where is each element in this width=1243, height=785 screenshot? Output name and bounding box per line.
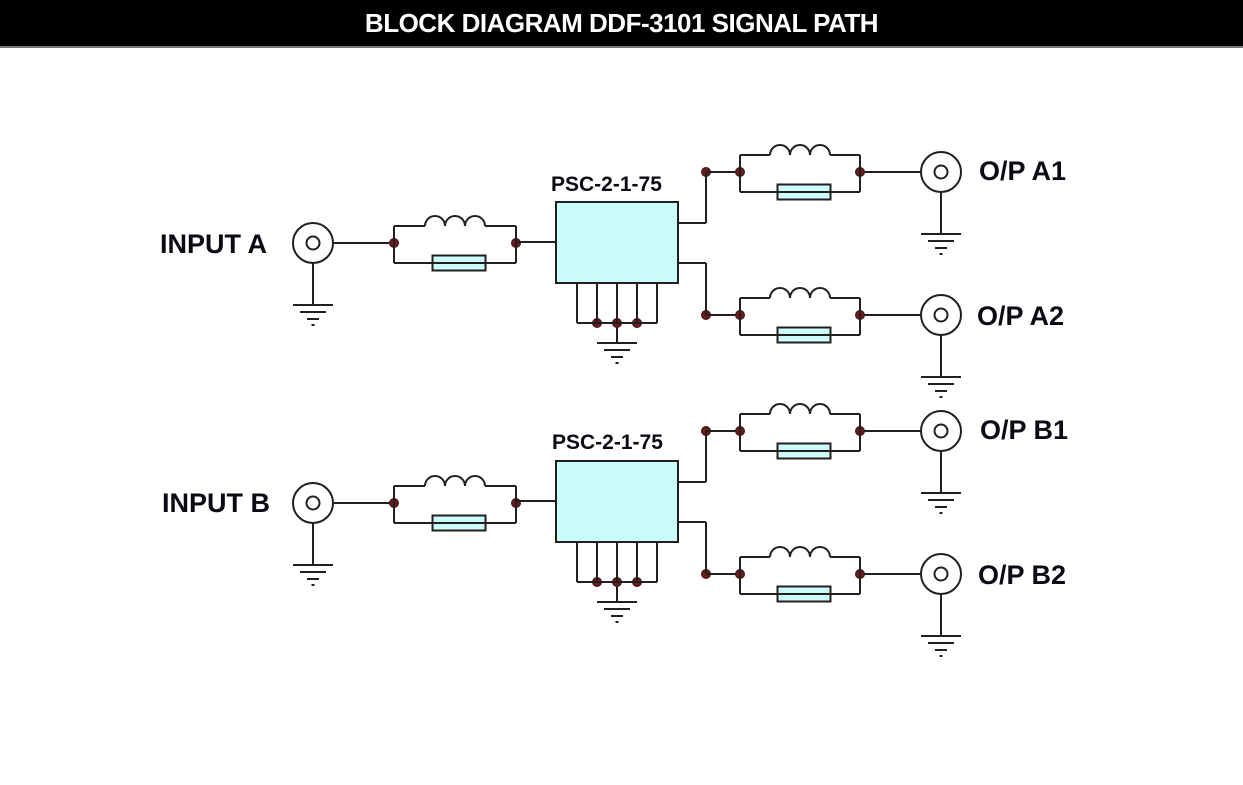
ground-icon xyxy=(921,376,961,398)
coax-connector-icon xyxy=(920,294,962,398)
channel-b: INPUT B PSC-2-1-75 O/P B1 O/P B2 xyxy=(162,403,1068,657)
title-bar: BLOCK DIAGRAM DDF-3101 SIGNAL PATH xyxy=(0,0,1243,48)
output-label: O/P A2 xyxy=(977,301,1064,331)
inductor-icon xyxy=(769,546,831,558)
coax-connector-icon xyxy=(292,222,334,326)
connector-pin xyxy=(933,423,949,439)
rl-filter xyxy=(735,403,865,460)
splitter-body xyxy=(555,201,679,284)
inductor-icon xyxy=(769,287,831,299)
ground-icon xyxy=(921,233,961,255)
ground-icon xyxy=(293,564,333,586)
splitter-block xyxy=(516,201,706,364)
input-label: INPUT A xyxy=(160,229,267,259)
ground-icon xyxy=(597,342,637,364)
inductor-icon xyxy=(424,215,486,227)
coax-connector-icon xyxy=(292,482,334,586)
output-label: O/P A1 xyxy=(979,156,1066,186)
diagram-title: BLOCK DIAGRAM DDF-3101 SIGNAL PATH xyxy=(364,7,879,38)
splitter-block xyxy=(516,460,706,623)
inductor-icon xyxy=(424,475,486,487)
rl-filter xyxy=(735,144,865,201)
ground-icon xyxy=(597,601,637,623)
connector-pin xyxy=(305,235,321,251)
coax-connector-icon xyxy=(920,410,962,514)
output-label: O/P B2 xyxy=(978,560,1066,590)
ground-icon xyxy=(921,635,961,657)
channel-a: INPUT A PSC-2-1-75 O/P A1 O/P A2 xyxy=(160,144,1066,398)
ground-icon xyxy=(921,492,961,514)
connector-pin xyxy=(933,307,949,323)
coax-connector-icon xyxy=(920,151,962,255)
connector-pin xyxy=(305,495,321,511)
splitter-body xyxy=(555,460,679,543)
rl-filter xyxy=(735,546,865,603)
connector-pin xyxy=(933,566,949,582)
input-label: INPUT B xyxy=(162,488,270,518)
coax-connector-icon xyxy=(920,553,962,657)
splitter-label: PSC-2-1-75 xyxy=(551,173,662,196)
rl-filter xyxy=(735,287,865,344)
ground-icon xyxy=(293,304,333,326)
rl-filter xyxy=(389,475,521,532)
inductor-icon xyxy=(769,144,831,156)
rl-filter xyxy=(389,215,521,272)
splitter-label: PSC-2-1-75 xyxy=(552,431,663,454)
inductor-icon xyxy=(769,403,831,415)
output-label: O/P B1 xyxy=(980,415,1068,445)
connector-pin xyxy=(933,164,949,180)
